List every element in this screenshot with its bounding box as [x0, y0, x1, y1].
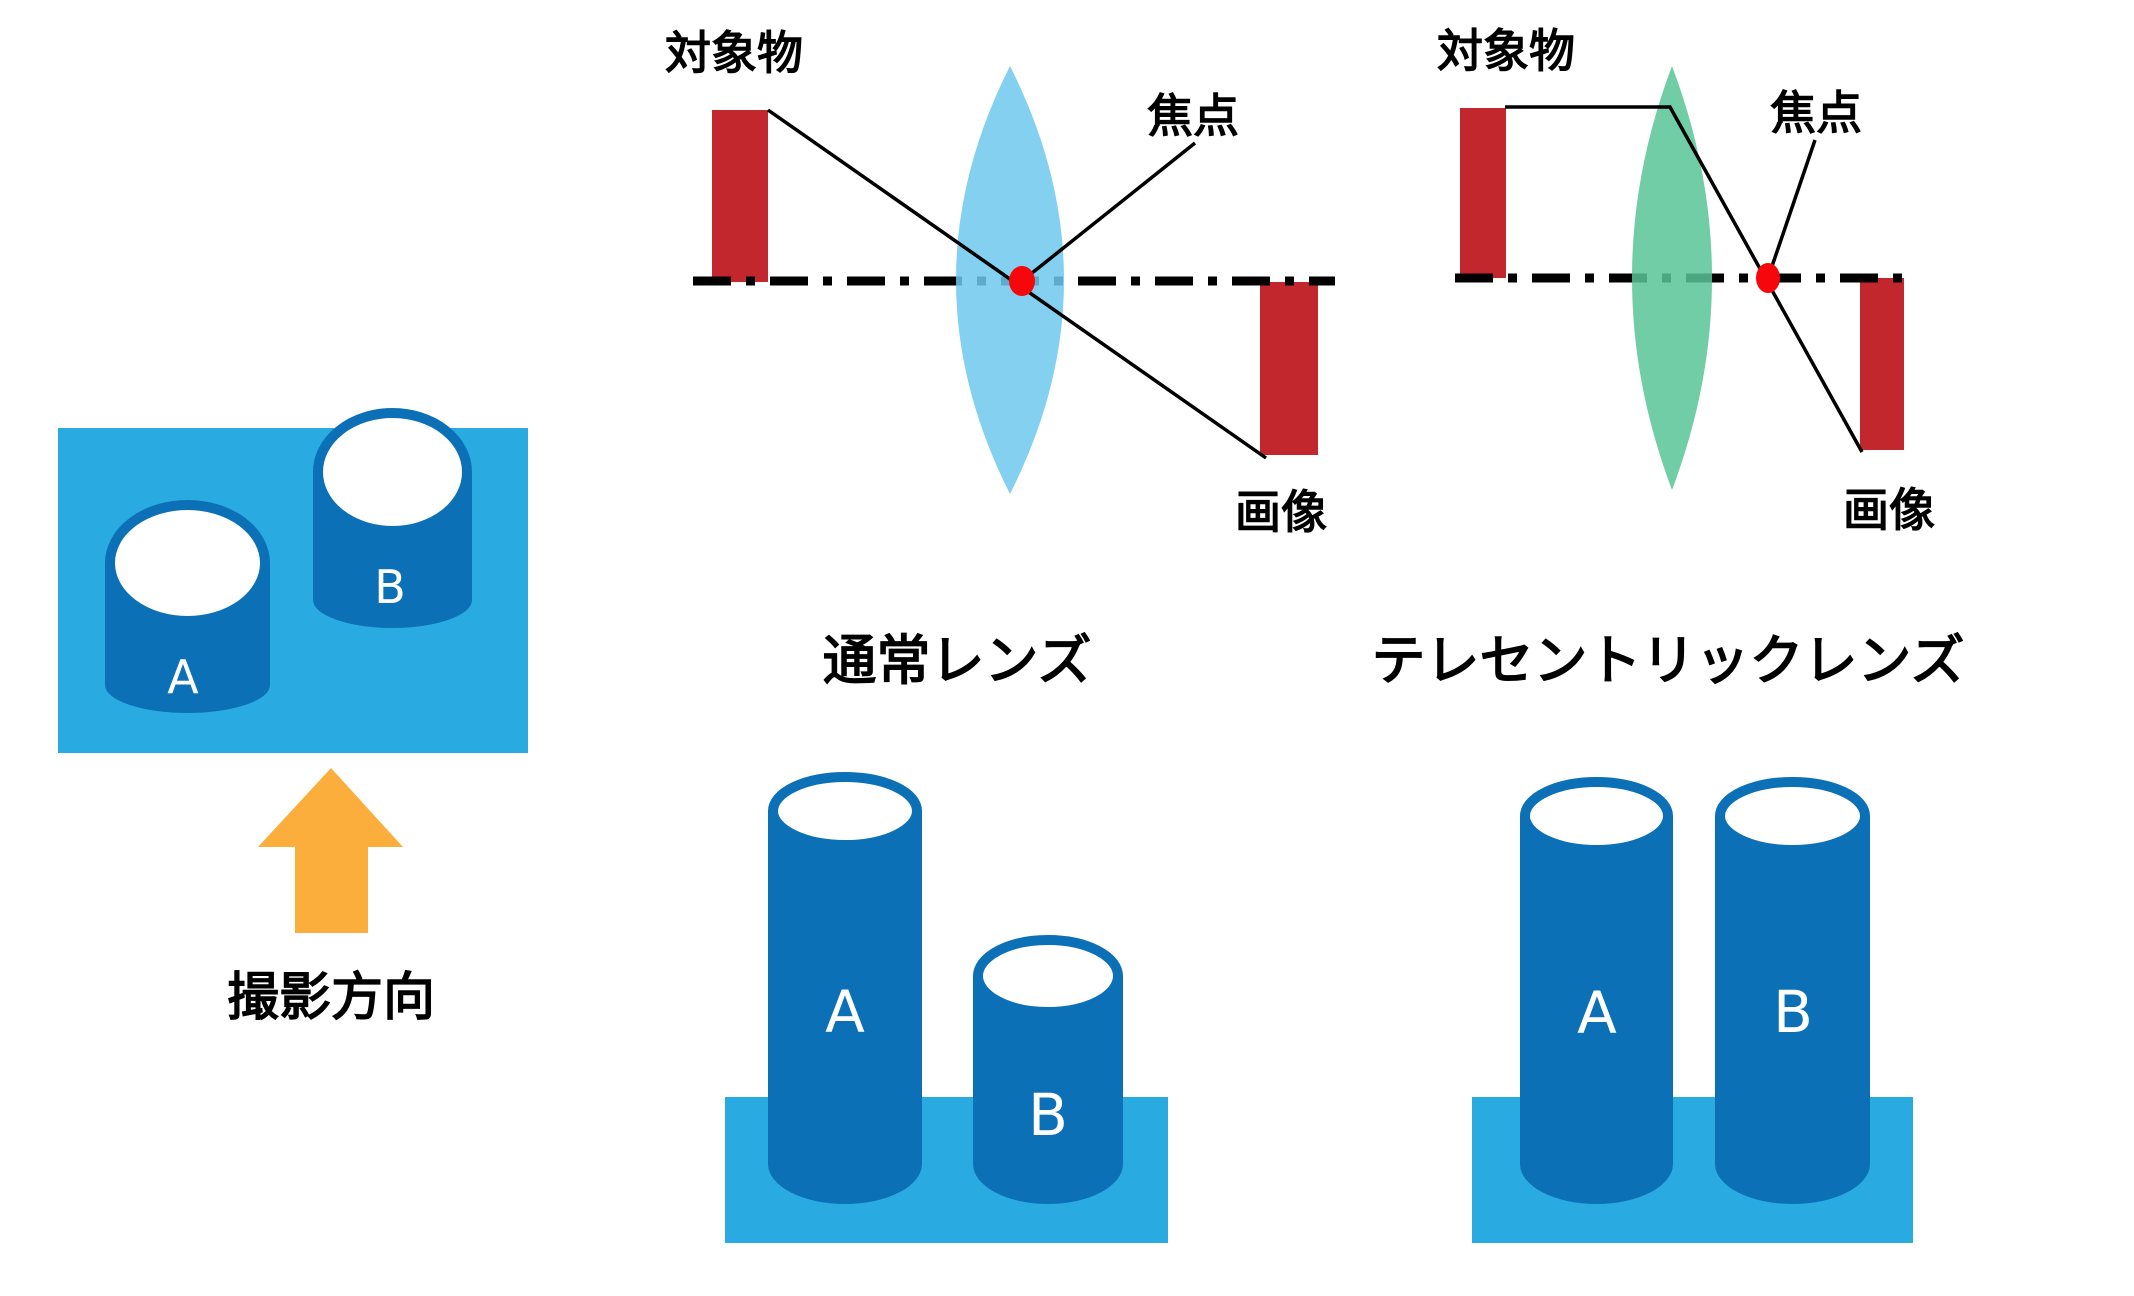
telecentric-result-cylinder-a-label: A [1577, 979, 1617, 1047]
telecentric-lens-image-label: 画像 [1843, 483, 1935, 537]
normal-lens-focus-label: 焦点 [1147, 89, 1239, 143]
normal-lens-caption: 通常レンズ [822, 629, 1092, 692]
telecentric-result-cylinder-b-label: B [1773, 978, 1813, 1046]
shoot-direction-arrow-icon [258, 768, 403, 933]
telecentric-result-cylinder-a-body [1520, 816, 1673, 1204]
shoot-direction-label: 撮影方向 [226, 968, 436, 1028]
normal-lens-object-label: 対象物 [665, 26, 803, 80]
telecentric-lens-focus-leader-line [1766, 139, 1817, 279]
top-view-cylinder-a-label: A [167, 650, 199, 704]
telecentric-lens-chief-ray [1505, 105, 1864, 453]
top-view-panel [58, 408, 528, 933]
normal-lens-ray-diagram [693, 66, 1335, 494]
normal-result-cylinder-a-cap [768, 772, 922, 850]
telecentric-lens-object-bar [1460, 108, 1506, 278]
telecentric-lens-object-label: 対象物 [1437, 24, 1575, 78]
telecentric-lens-focal-point-dot [1756, 263, 1780, 293]
normal-result-cylinder-b-body [973, 976, 1123, 1204]
top-view-cylinder-b-label: B [374, 560, 406, 614]
normal-result-cylinder-b-label: B [1028, 1081, 1068, 1149]
normal-lens-image-bar [1260, 282, 1318, 455]
telecentric-lens-lens [1632, 66, 1712, 490]
normal-lens-focal-point-dot [1009, 266, 1035, 296]
telecentric-lens-image-bar [1860, 278, 1904, 450]
telecentric-lens-ray-diagram [1455, 66, 1908, 490]
telecentric-result-cylinder-a-cap [1520, 777, 1673, 855]
top-view-cylinder-a-cap [105, 500, 270, 626]
telecentric-lens-result [1472, 777, 1913, 1243]
normal-lens-object-bar [712, 110, 768, 282]
telecentric-lens-caption: テレセントリックレンズ [1371, 629, 1965, 692]
telecentric-lens-focus-label: 焦点 [1770, 86, 1862, 140]
normal-result-cylinder-b-cap [973, 935, 1123, 1017]
normal-result-cylinder-a-body [768, 811, 922, 1204]
normal-lens-focus-leader-line [1020, 141, 1197, 283]
telecentric-result-cylinder-b-cap [1715, 777, 1870, 855]
normal-lens-image-label: 画像 [1235, 485, 1327, 539]
normal-result-cylinder-a-label: A [825, 978, 865, 1046]
top-view-cylinder-b-cap [313, 408, 472, 536]
telecentric-result-cylinder-b-body [1715, 816, 1870, 1204]
normal-lens-result [725, 772, 1168, 1243]
